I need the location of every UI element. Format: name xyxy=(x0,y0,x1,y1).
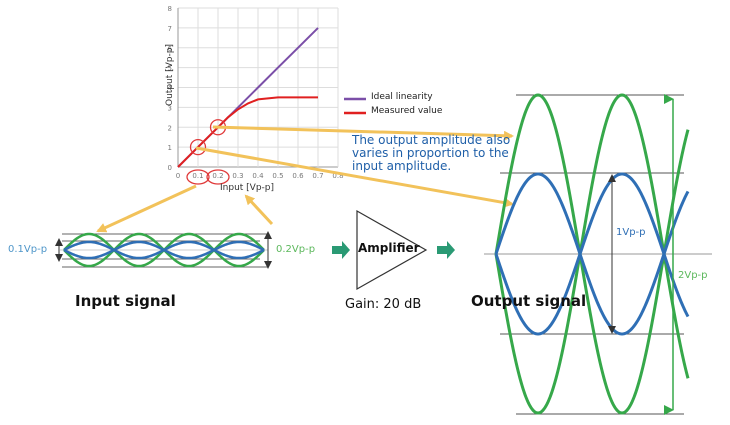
x-tick-label: 0.6 xyxy=(292,172,304,180)
x-tick-label: 0.1 xyxy=(192,172,203,180)
chart-ticks: 0 1 2 3 4 5 6 7 8 0 0.1 0.2 0.3 0.4 0.5 0.6 0.7 0.8 xyxy=(168,5,344,180)
arrow-out-of-amplifier xyxy=(437,241,455,259)
arrow-to-large-output xyxy=(212,125,514,141)
y-tick-label: 0 xyxy=(168,164,172,172)
legend-label-measured: Measured value xyxy=(371,106,443,116)
y-tick-label: 3 xyxy=(168,104,172,112)
amplifier-label: Amplifier xyxy=(358,241,420,255)
x-tick-label: 0.8 xyxy=(332,172,343,180)
legend-label-ideal: Ideal linearity xyxy=(371,92,433,102)
highlight-tick-ellipse xyxy=(206,169,230,185)
x-tick-label: 0.2 xyxy=(212,172,223,180)
y-tick-label: 5 xyxy=(168,65,172,73)
arrow-to-small-output xyxy=(195,146,514,208)
y-tick-label: 6 xyxy=(168,45,173,53)
amplifier-symbol xyxy=(356,209,428,291)
series-measured-value xyxy=(177,96,318,168)
input-large-amplitude-label: 0.2Vp-p xyxy=(276,244,316,255)
y-tick-label: 1 xyxy=(168,144,172,152)
y-axis-title: Output [Vp-p] xyxy=(164,44,175,106)
x-axis-title: Input [Vp-p] xyxy=(220,183,275,193)
input-small-amplitude-label: 0.1Vp-p xyxy=(8,244,48,255)
output-large-amplitude-label: 2Vp-p xyxy=(678,270,708,281)
x-tick-label: 0.5 xyxy=(272,172,283,180)
x-tick-label: 0.7 xyxy=(312,172,323,180)
output-signal-waves xyxy=(484,93,712,415)
arrow-to-small-input xyxy=(96,184,197,233)
highlight-tick-ellipse xyxy=(186,169,210,185)
x-tick-label: 0 xyxy=(176,172,180,180)
y-tick-label: 8 xyxy=(168,5,172,13)
input-signal-waves xyxy=(55,231,272,269)
input-signal-title: Input signal xyxy=(75,292,176,310)
arrow-into-amplifier xyxy=(332,241,350,259)
arrow-to-large-input xyxy=(244,194,274,226)
x-tick-label: 0.3 xyxy=(232,172,243,180)
y-tick-label: 7 xyxy=(168,25,172,33)
y-tick-label: 2 xyxy=(168,124,172,132)
output-small-amplitude-label: 1Vp-p xyxy=(616,227,646,238)
chart-series xyxy=(177,27,319,185)
y-tick-label: 4 xyxy=(168,85,173,93)
annotation-text: The output amplitude also varies in prop… xyxy=(352,133,511,173)
highlight-circle xyxy=(189,138,207,156)
x-tick-label: 0.4 xyxy=(252,172,264,180)
output-signal-title: Output signal xyxy=(471,292,587,310)
gain-label: Gain: 20 dB xyxy=(345,297,422,312)
